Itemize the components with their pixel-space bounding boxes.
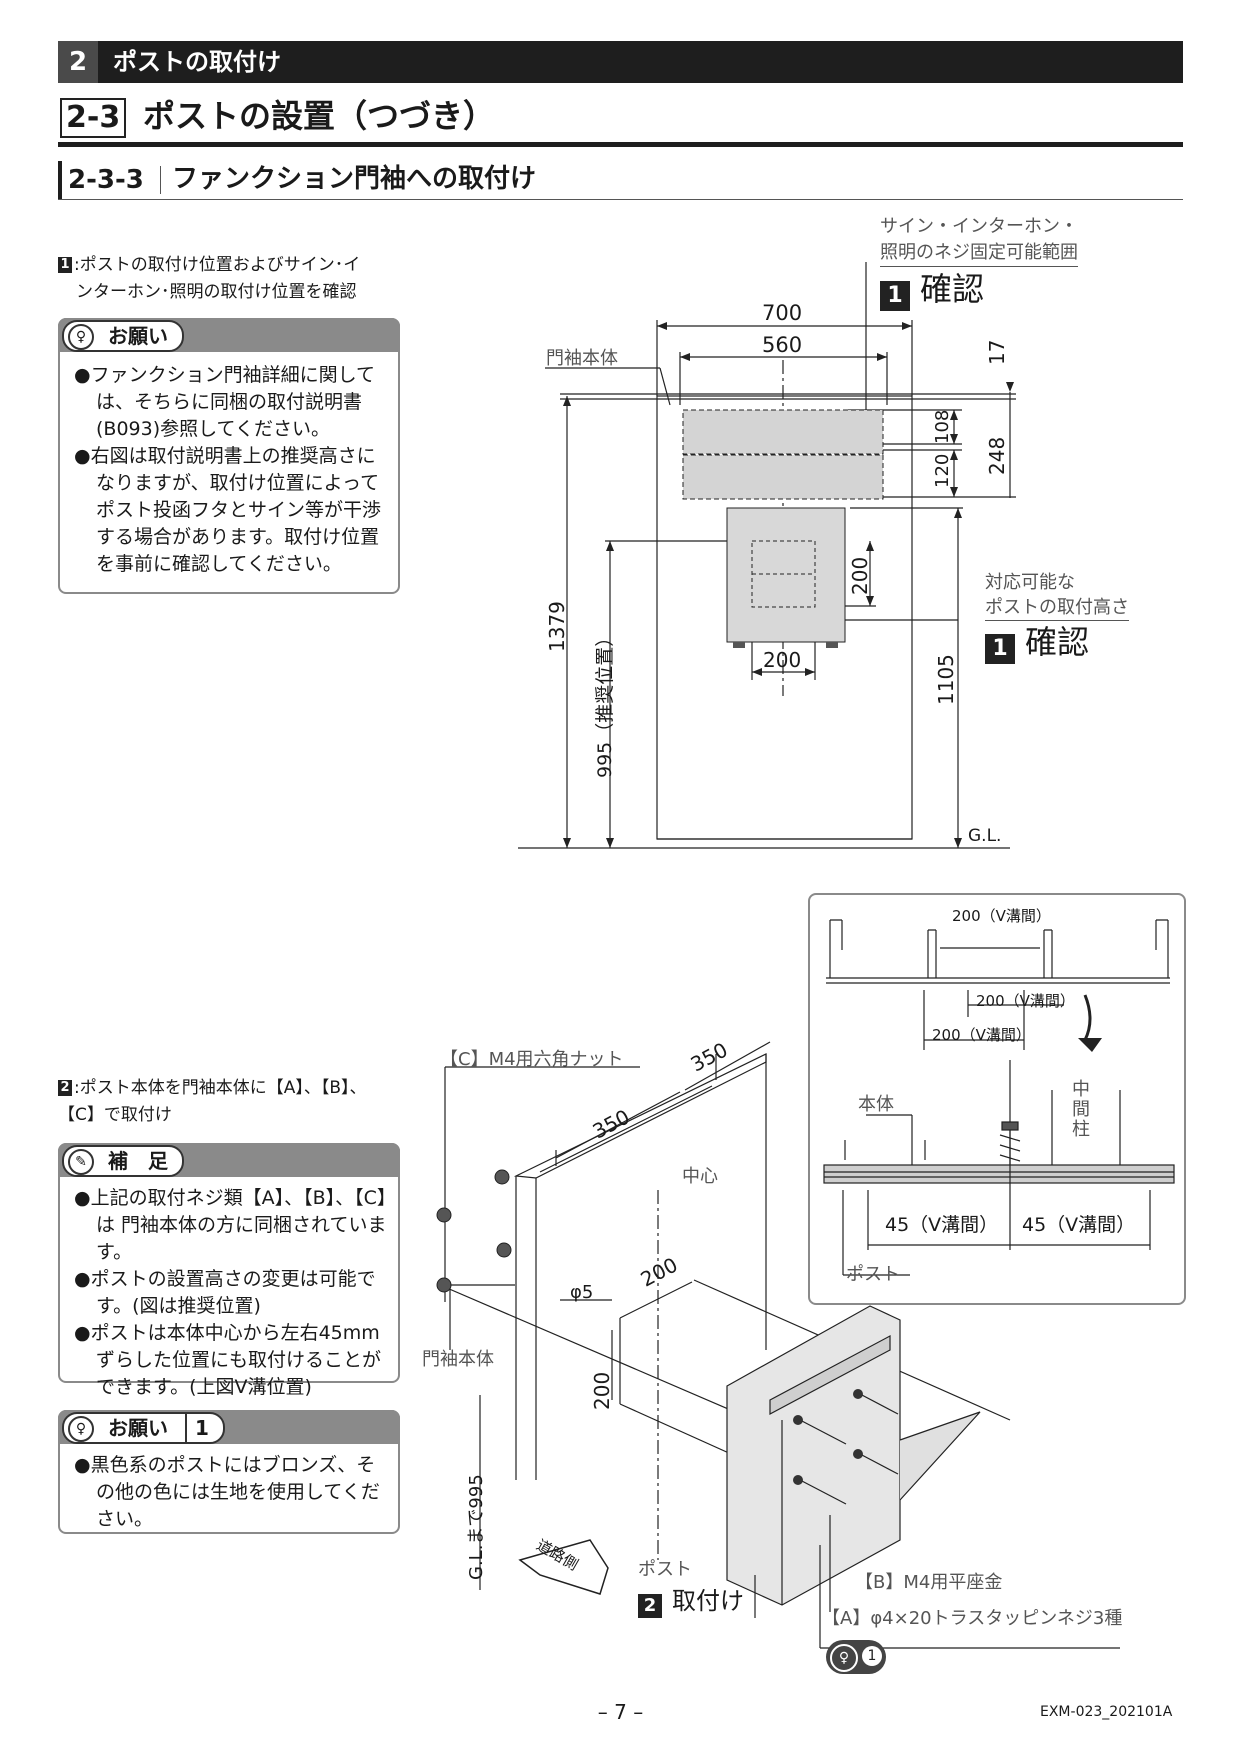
page-number: – 7 –: [597, 1700, 644, 1724]
note-request-1-pill: ♀ お願い: [62, 320, 184, 352]
inset-middle-pillar: 中間柱: [1072, 1079, 1090, 1140]
document-code: EXM-023_202101A: [1040, 1704, 1173, 1720]
lightbulb-icon: ♀: [68, 324, 94, 350]
monsode-label-2: 門袖本体: [422, 1349, 494, 1370]
step1-number: 1: [58, 257, 72, 273]
note-request-2-badge: 1: [184, 1414, 209, 1442]
check-label-1: 1 確認: [880, 271, 984, 311]
step1-line1: :ポストの取付け位置およびサイン･イ: [74, 255, 361, 275]
check-number-2: 1: [985, 634, 1015, 664]
request-badge-number: 1: [862, 1646, 882, 1666]
request-badge: ♀1: [826, 1640, 886, 1674]
inset-post-label: ポスト: [846, 1264, 900, 1285]
inset-v45-a: 45（V溝間）: [885, 1214, 999, 1236]
monsode-label: 門袖本体: [546, 348, 618, 369]
lightbulb-icon: ♀: [830, 1644, 858, 1672]
gl-995-label: G.L.まで995: [466, 1474, 487, 1580]
note1-bullet-2: ●右図は取付説明書上の推奨高さに なりますが、取付け位置によって ポスト投函フタ…: [74, 445, 382, 575]
inset-body-label: 本体: [858, 1094, 894, 1115]
step1-line2: ンターホン･照明の取付け位置を確認: [76, 282, 357, 302]
note-supplement-pill: ✎ 補 足: [62, 1145, 184, 1177]
height-range-label: 対応可能な ポストの取付高さ: [985, 570, 1129, 621]
note2-bullet-1: ●上記の取付ネジ類【A】、【B】、【C】は 門袖本体の方に同梱されています。: [74, 1187, 387, 1263]
check-number: 1: [880, 281, 910, 311]
height-range-line1: 対応可能な: [985, 572, 1075, 593]
attach-number: 2: [638, 1594, 662, 1618]
check-text-2: 確認: [1025, 623, 1090, 661]
inset-v200-a: 200（V溝間）: [952, 907, 1051, 925]
dim-200-horizontal: 200: [763, 648, 802, 672]
inset-v200-b: 200（V溝間）: [976, 992, 1075, 1010]
pencil-icon: ✎: [68, 1149, 94, 1175]
note-supplement-header: ✎ 補 足: [58, 1143, 400, 1177]
inset-v200-c: 200（V溝間）: [932, 1026, 1031, 1044]
section-title: ポストの取付け: [113, 48, 281, 76]
subsubsection-rule: [58, 199, 1183, 200]
nut-label: 【C】M4用六角ナット: [440, 1049, 624, 1070]
inset-detail: [808, 893, 1186, 1305]
center-label: 中心: [682, 1166, 718, 1187]
height-range-line2: ポストの取付高さ: [985, 595, 1129, 621]
subsubsection-title: ファンクション門袖への取付け: [172, 164, 537, 194]
note-request-1-body: ●ファンクション門袖詳細に関して は、そちらに同梱の取付説明書 (B093)参照…: [74, 362, 394, 578]
subsection-rule: [58, 142, 1183, 147]
note-request-1-header: ♀ お願い: [58, 318, 400, 352]
subsubsection-number: 2-3-3: [68, 165, 144, 195]
section-header: 2 ポストの取付け: [58, 41, 1183, 83]
phi5-label: φ5: [570, 1282, 594, 1303]
dim-700: 700: [762, 301, 803, 325]
dim-560: 560: [762, 333, 803, 357]
sign-range-line1: サイン・インターホン・: [880, 216, 1078, 237]
check-text: 確認: [920, 270, 985, 308]
lightbulb-icon: ♀: [68, 1416, 94, 1442]
gl-label: G.L.: [968, 826, 1002, 846]
screw-label: 【A】φ4×20トラスタッピンネジ3種: [822, 1608, 1123, 1629]
washer-label: 【B】M4用平座金: [855, 1572, 1003, 1593]
sign-area-lower: [682, 454, 884, 500]
subsection-number: 2-3: [60, 98, 127, 138]
note-request-2-title: お願い: [108, 1416, 168, 1440]
note-request-2-pill: ♀ お願い 1: [62, 1412, 225, 1444]
note-request-2-header: ♀ お願い 1: [58, 1410, 400, 1444]
step2-text: 2:ポスト本体を門袖本体に【A】、【B】、 【C】で取付け: [58, 1075, 408, 1129]
note-request-1: ♀ お願い ●ファンクション門袖詳細に関して は、そちらに同梱の取付説明書 (B0…: [58, 318, 400, 594]
post-label: ポスト: [638, 1559, 692, 1580]
note2-bullet-2: ●ポストの設置高さの変更は可能で す。(図は推奨位置): [74, 1268, 376, 1317]
note3-bullet-1: ●黒色系のポストにはブロンズ、そ の他の色には生地を使用してくだ さい。: [74, 1454, 380, 1530]
step2-line2: 【C】で取付け: [58, 1105, 172, 1125]
step2-line1: :ポスト本体を門袖本体に【A】、【B】、: [74, 1078, 367, 1098]
dim-200-vert: 200: [590, 1371, 614, 1410]
subsection-title: ポストの設置（つづき）: [143, 97, 496, 135]
sign-range-line2: 照明のネジ固定可能範囲: [880, 240, 1078, 267]
note-supplement-body: ●上記の取付ネジ類【A】、【B】、【C】は 門袖本体の方に同梱されています。 ●…: [74, 1185, 394, 1401]
sign-range-label: サイン・インターホン・ 照明のネジ固定可能範囲: [880, 214, 1078, 267]
note-supplement: ✎ 補 足 ●上記の取付ネジ類【A】、【B】、【C】は 門袖本体の方に同梱されてい…: [58, 1143, 400, 1398]
check-label-2: 1 確認: [985, 624, 1089, 664]
note-request-2-body: ●黒色系のポストにはブロンズ、そ の他の色には生地を使用してくだ さい。: [74, 1452, 394, 1533]
step2-number: 2: [58, 1080, 72, 1096]
step1-text: 1:ポストの取付け位置およびサイン･イ ンターホン･照明の取付け位置を確認: [58, 252, 408, 306]
note-request-2: ♀ お願い 1 ●黒色系のポストにはブロンズ、そ の他の色には生地を使用してくだ …: [58, 1410, 400, 1534]
note-request-1-title: お願い: [108, 324, 168, 348]
post-box-front: [726, 507, 846, 643]
section-number: 2: [58, 41, 98, 83]
note-supplement-title: 補 足: [108, 1149, 168, 1173]
note2-bullet-3: ●ポストは本体中心から左右45mm ずらした位置にも取付けることが できます。(…: [74, 1322, 382, 1398]
sign-area-upper: [682, 409, 884, 455]
note1-bullet-1: ●ファンクション門袖詳細に関して は、そちらに同梱の取付説明書 (B093)参照…: [74, 364, 376, 440]
attach-text: 取付け: [672, 1587, 744, 1615]
attach-label: 2 取付け: [638, 1586, 744, 1618]
inset-v45-b: 45（V溝間）: [1022, 1214, 1136, 1236]
subsubsection-bar: [58, 161, 62, 199]
subsubsection-divider: [160, 166, 161, 194]
